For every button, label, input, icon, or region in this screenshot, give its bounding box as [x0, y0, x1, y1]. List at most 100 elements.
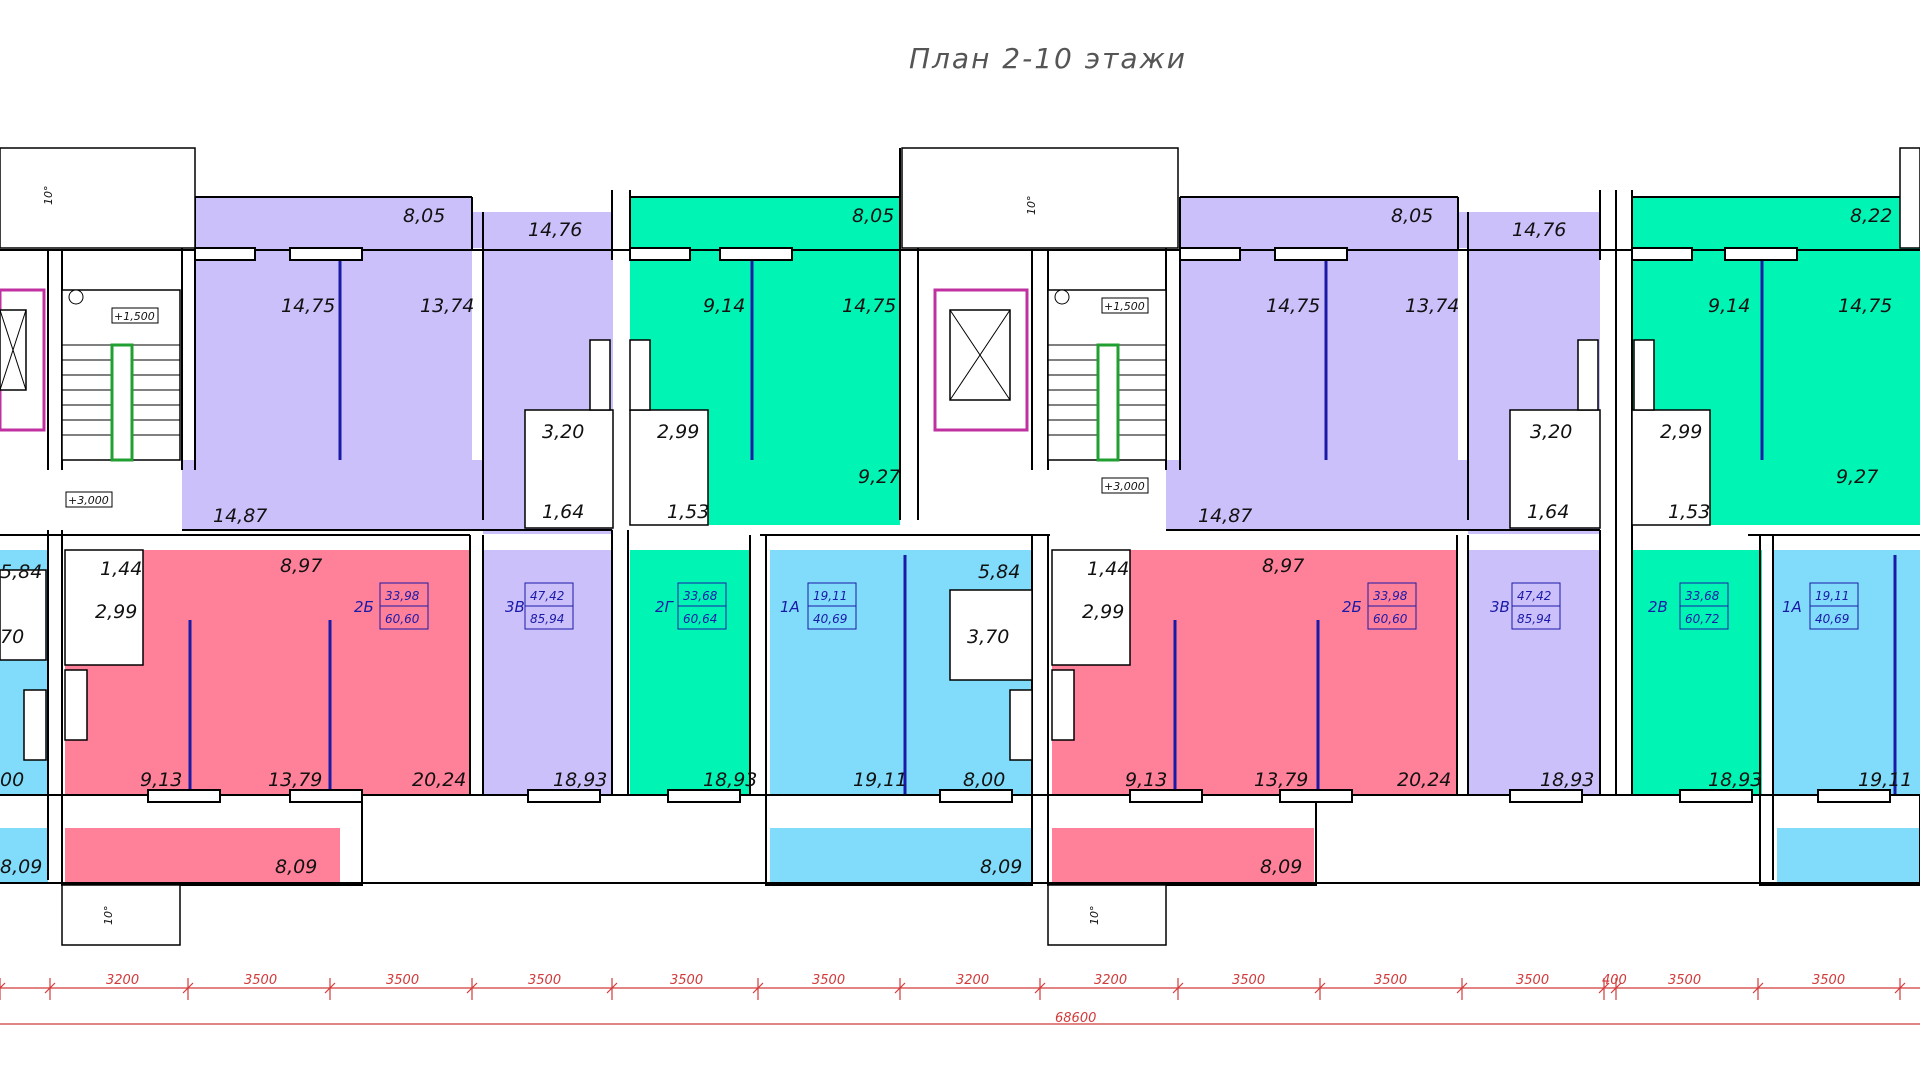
dimension-tick [44, 982, 56, 994]
apt-code: 3В [505, 598, 525, 616]
dimension-tick [1034, 982, 1046, 994]
apt-2v-bedroom [1632, 550, 1762, 795]
apt-living-area: 47,42 [530, 589, 564, 603]
room-area: 8,97 [280, 555, 322, 577]
apt-total-area: 40,69 [1815, 612, 1849, 626]
room-area: 8,09 [1260, 856, 1302, 878]
dimension-lines: 3200 3500 3500 3500 3500 3500 3200 3200 3500 3500… [0, 973, 1920, 1026]
apt-2b-balcony [65, 828, 340, 883]
room-area: 1,64 [1527, 501, 1569, 523]
room-area: 8,05 [1391, 205, 1433, 227]
level-mark: +3,000 [68, 494, 109, 507]
room-area: 13,74 [420, 295, 474, 317]
dimension-tick [1172, 982, 1184, 994]
apt-living-area: 19,11 [813, 589, 847, 603]
dimension-label: 3500 [1232, 973, 1265, 988]
room-area: 8,05 [852, 205, 894, 227]
apt-1a-balcony [770, 828, 1032, 883]
dimension-label: 3500 [812, 973, 845, 988]
dimension-label: 3500 [244, 973, 277, 988]
apt-total-area: 85,94 [1517, 612, 1551, 626]
canopy-slope-label: 10° [102, 906, 115, 926]
room-area: 19,11 [853, 769, 907, 791]
dimension-label: 3200 [106, 973, 139, 988]
area-labels: 8,05 14,76 14,75 13,74 3,20 1,64 14,87 1… [0, 205, 1912, 878]
dimension-label: 3500 [1668, 973, 1701, 988]
dimension-label: 400 [1602, 973, 1627, 988]
room-area: 9,27 [1836, 466, 1878, 488]
room-area: 9,14 [1708, 295, 1750, 317]
room-area: 3,70 [967, 626, 1009, 648]
dimension-tick [606, 982, 618, 994]
room-area: 8,09 [0, 856, 42, 878]
apt-living-area: 47,42 [1517, 589, 1551, 603]
room-area: 20,24 [412, 769, 466, 791]
dimension-tick [752, 982, 764, 994]
room-area: 20,24 [1397, 769, 1451, 791]
apt-code: 1А [1782, 598, 1802, 616]
apt-total-area: 85,94 [530, 612, 564, 626]
dimension-label: 3500 [386, 973, 419, 988]
plan-title: План 2-10 этажи [908, 42, 1188, 75]
stair-lift-cores: +1,500 +3,000 +1,500 +3,000 [0, 288, 1167, 508]
dimension-tick [182, 982, 194, 994]
room-area: 8,09 [980, 856, 1022, 878]
apt-3v-section2 [1180, 198, 1600, 460]
room-area: 18,93 [703, 769, 757, 791]
apt-2g-bedroom [630, 550, 750, 795]
room-area: 1,53 [1668, 501, 1710, 523]
room-area: 00 [0, 769, 24, 791]
room-area: 14,76 [1512, 219, 1566, 241]
dimension-tick [466, 982, 478, 994]
apt-living-area: 33,68 [683, 589, 718, 603]
room-area: 70 [0, 626, 24, 648]
apt-living-area: 33,98 [1373, 589, 1408, 603]
apt-1a-balcony-2 [1777, 828, 1920, 883]
apt-code: 2В [1648, 598, 1668, 616]
level-mark: +3,000 [1104, 480, 1145, 493]
dimension-label: 3500 [1516, 973, 1549, 988]
room-area: 14,75 [1838, 295, 1892, 317]
apt-total-area: 60,64 [683, 612, 717, 626]
apt-total-area: 60,60 [385, 612, 420, 626]
dimension-tick [894, 982, 906, 994]
room-area: 14,76 [528, 219, 582, 241]
room-area: 13,79 [1254, 769, 1308, 791]
room-area: 9,13 [1125, 769, 1167, 791]
apt-code: 2Б [354, 598, 374, 616]
dimension-label: 3500 [1374, 973, 1407, 988]
dimension-tick [1610, 982, 1622, 994]
dimension-tick [1752, 982, 1764, 994]
room-area: 14,75 [281, 295, 335, 317]
entrance-canopies: 10° 10° 10° 10° [0, 147, 1920, 946]
dimension-label: 3200 [1094, 973, 1127, 988]
dimension-tick [0, 982, 6, 989]
room-area: 1,53 [667, 501, 709, 523]
room-area: 2,99 [657, 421, 699, 443]
dimension-tick [324, 982, 336, 994]
canopy-slope-label: 10° [1025, 196, 1038, 216]
room-area: 18,93 [553, 769, 607, 791]
room-area: 9,27 [858, 466, 900, 488]
room-area: 13,79 [268, 769, 322, 791]
dimension-label: 3200 [956, 973, 989, 988]
room-area: 1,44 [100, 558, 142, 580]
room-area: 14,75 [842, 295, 896, 317]
apt-code: 1А [780, 598, 800, 616]
apt-living-area: 19,11 [1815, 589, 1849, 603]
room-area: 13,74 [1405, 295, 1459, 317]
room-area: 5,84 [0, 561, 42, 583]
room-area: 8,97 [1262, 555, 1304, 577]
apt-1a-left-balcony [0, 828, 48, 883]
room-area: 3,20 [542, 421, 584, 443]
apt-total-area: 60,60 [1373, 612, 1408, 626]
dimension-tick [1894, 982, 1906, 994]
bathrooms [0, 339, 1711, 761]
room-area: 14,87 [1198, 505, 1252, 527]
total-dimension: 68600 [1055, 1011, 1096, 1026]
canopy-slope-label: 10° [1088, 906, 1101, 926]
room-area: 5,84 [978, 561, 1020, 583]
dimension-tick [1598, 982, 1610, 994]
room-area: 2,99 [1660, 421, 1702, 443]
